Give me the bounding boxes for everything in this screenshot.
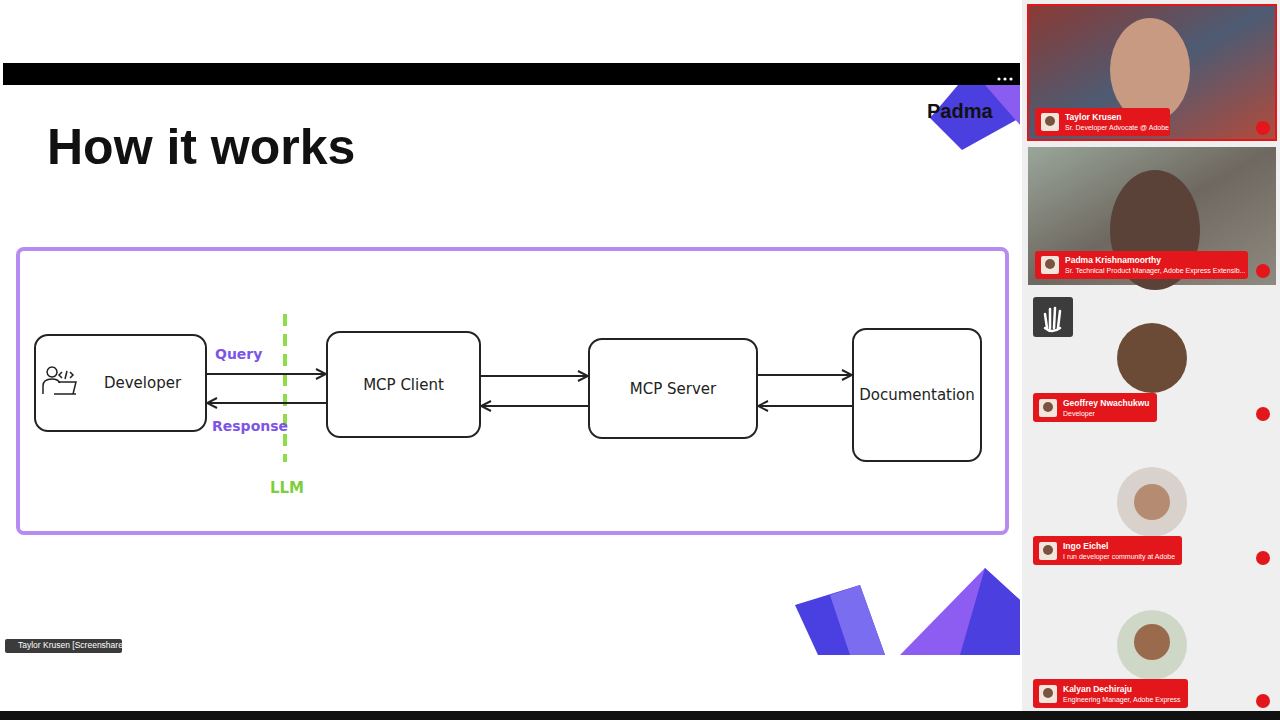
process-box: Documentation [852,328,982,462]
slide-bar [3,63,1020,85]
box-label: MCP Client [363,376,444,394]
badge-avatar [1041,256,1059,274]
badge-avatar [1039,542,1057,560]
logo-text: Padma [927,100,993,123]
deco-gem [900,568,1020,655]
side-panel [1022,0,1280,720]
avatar-bg [1041,256,1059,274]
mic-indicator [1256,121,1270,135]
avatar [1117,610,1187,680]
process-box: Developer [34,334,207,432]
avatar-face [1043,402,1053,412]
hand-glyph [1045,308,1060,331]
process-box: MCP Server [588,338,758,439]
box-label: MCP Server [630,380,716,398]
video-tile [1028,5,1276,140]
avatar-bg [1039,685,1057,703]
deco-gem [830,585,885,655]
participant-badge: Ingo EichelI run developer community at … [1033,536,1182,565]
participant-badge: Geoffrey NwachukwuDeveloper [1033,393,1157,422]
participant-name: Taylor Krusen [1065,112,1164,123]
participant-badge: Kalyan DechirajuEngineering Manager, Ado… [1033,679,1188,708]
mic-indicator [1256,264,1270,278]
mic-indicator [1256,407,1270,421]
badge-avatar [1039,399,1057,417]
participant-name: Geoffrey Nwachukwu [1063,398,1151,409]
participant-role: Sr. Technical Product Manager, Adobe Exp… [1065,266,1242,275]
participant-role: Sr. Developer Advocate @ Adobe [1065,123,1164,132]
flow-arrow [207,373,326,375]
menu-dot [1003,77,1006,80]
screenshare-label: Taylor Krusen [Screenshare] [18,640,125,650]
box-label: Developer [104,374,181,392]
edge-label: Response [212,418,288,434]
deco-gem [960,568,1020,655]
flow-arrow [481,375,588,377]
bottom-bar [0,711,1280,720]
person-silhouette [1110,18,1190,122]
mic-indicator [1256,694,1270,708]
participant-role: Engineering Manager, Adobe Express [1063,695,1182,704]
raise-hand-icon [1033,297,1073,337]
participant-name: Ingo Eichel [1063,541,1176,552]
badge-avatar [1041,113,1059,131]
edge-label: Query [215,346,262,362]
avatar-face [1045,259,1055,269]
icon-stroke [43,367,76,394]
process-box: MCP Client [326,331,481,438]
avatar-face [1134,624,1170,660]
boundary-label: LLM [270,479,304,497]
diagram-frame [18,249,1007,533]
participant-role: I run developer community at Adobe [1063,552,1176,561]
llm-boundary [283,314,287,462]
box-label: Documentation [859,386,975,404]
participant-name: Padma Krishnamoorthy [1065,255,1242,266]
participant-role: Developer [1063,409,1151,418]
participant-badge: Taylor KrusenSr. Developer Advocate @ Ad… [1035,108,1170,136]
avatar-face [1045,116,1055,126]
flow-arrow [207,402,326,404]
deco-gem [795,585,885,655]
menu-dot [997,77,1000,80]
participant-name: Kalyan Dechiraju [1063,684,1182,695]
avatar-face [1043,545,1053,555]
avatar-bg [1039,399,1057,417]
mic-indicator [1256,551,1270,565]
avatar-face [1043,688,1053,698]
avatar-bg [1039,542,1057,560]
flow-arrow [758,405,852,407]
badge-avatar [1039,685,1057,703]
participant-badge: Padma KrishnamoorthySr. Technical Produc… [1035,251,1248,279]
avatar-bg [1041,113,1059,131]
avatar-face [1134,484,1170,520]
slide-title: How it works [47,118,355,176]
avatar [1117,467,1187,537]
flow-arrow [758,374,852,376]
developer-icon [40,364,80,398]
avatar [1117,323,1187,393]
menu-dot [1009,77,1012,80]
flow-arrow [481,405,588,407]
